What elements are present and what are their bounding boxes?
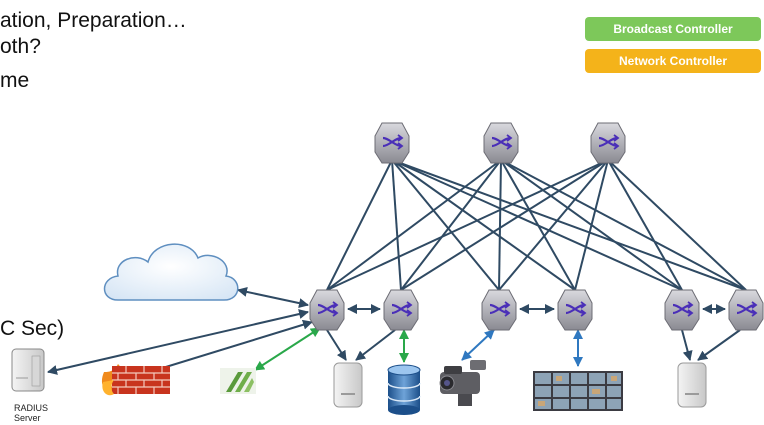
leaf-switch-icon — [382, 288, 420, 332]
database-icon — [387, 364, 421, 415]
leaf-switch-icon — [727, 288, 764, 332]
radius-server-label-line-2: Server — [14, 413, 41, 423]
leaf-switch-icon — [556, 288, 594, 332]
fabric-links — [326, 159, 747, 291]
slide-text-line-2: oth? — [0, 35, 41, 58]
leaf-switch-icon — [663, 288, 701, 332]
network-controller-badge: Network Controller — [585, 49, 761, 73]
cloud-icon — [103, 243, 239, 301]
leaf-switch-icon — [308, 288, 346, 332]
spine-switch-icon — [482, 121, 520, 165]
radius-server-label: RADIUS Server — [14, 403, 48, 423]
spine-switch-icon — [373, 121, 411, 165]
app-logo-icon — [220, 368, 256, 394]
spine-switch-icon — [589, 121, 627, 165]
camera-icon — [439, 360, 486, 406]
server-icon — [333, 362, 363, 408]
radius-server-label-line-1: RADIUS — [14, 403, 49, 413]
server-icon — [677, 362, 707, 408]
slide-text-line-3: me — [0, 69, 30, 92]
video-wall-icon — [533, 371, 623, 411]
radius-server-icon — [11, 348, 45, 392]
leaf-switch-icon — [480, 288, 518, 332]
firewall-icon — [101, 364, 170, 396]
slide-text-line-1: ation, Preparation… — [0, 9, 187, 32]
broadcast-controller-badge: Broadcast Controller — [585, 17, 761, 41]
